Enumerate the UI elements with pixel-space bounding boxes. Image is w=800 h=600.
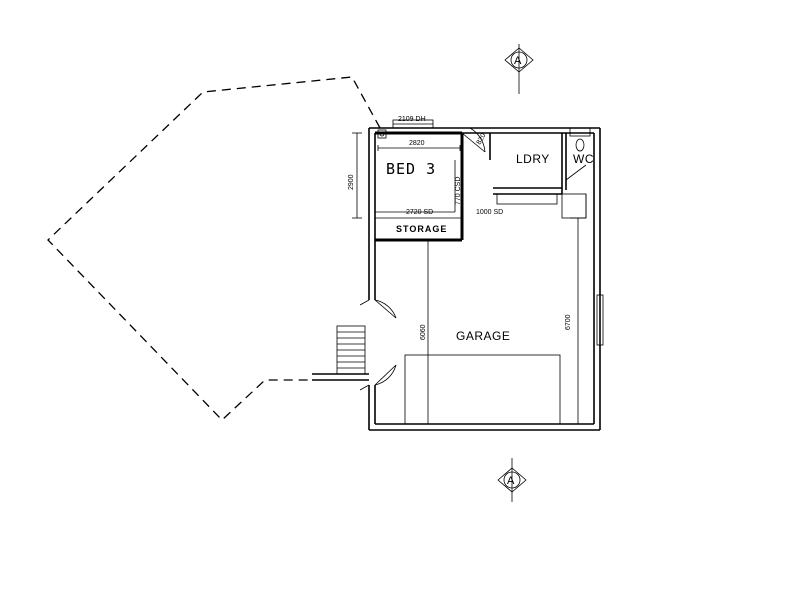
dimension-lines: [352, 132, 579, 424]
section-letter-top: A: [514, 55, 522, 67]
bedroom-walls: [375, 131, 464, 242]
dim-bed-width: 2820: [409, 140, 425, 147]
room-label-bed: BED 3: [386, 160, 436, 178]
laundry-walls: [489, 133, 587, 219]
dim-bed-bottom: 2720 SD: [406, 209, 433, 216]
section-letter-bottom: A: [507, 475, 515, 487]
bed-window: [392, 119, 434, 129]
dim-robe-side: 770 CSD: [455, 177, 462, 205]
bed-door: [461, 127, 486, 153]
dim-bed-height: 2900: [348, 174, 355, 190]
entry-doors: [359, 299, 397, 391]
room-label-laundry: LDRY: [516, 152, 550, 166]
stairs: [312, 325, 369, 381]
wc-fixtures: [565, 127, 591, 181]
section-marker-top: [504, 44, 534, 94]
section-marker-bottom: [497, 458, 527, 502]
side-window: [596, 294, 604, 346]
room-label-wc: WC: [573, 152, 594, 166]
room-label-storage: STORAGE: [396, 224, 447, 234]
dim-garage-depth: 6060: [420, 324, 427, 340]
dim-window-top: 2109 DH: [398, 116, 426, 123]
dim-door-swing: 820: [476, 132, 488, 146]
dim-door-small: 1000 SD: [476, 209, 503, 216]
dim-garage-right: 6700: [565, 314, 572, 330]
site-boundary: [47, 76, 381, 421]
smoke-detector-icon: [377, 129, 387, 139]
room-label-garage: GARAGE: [456, 329, 510, 343]
garage-door: [404, 354, 561, 425]
